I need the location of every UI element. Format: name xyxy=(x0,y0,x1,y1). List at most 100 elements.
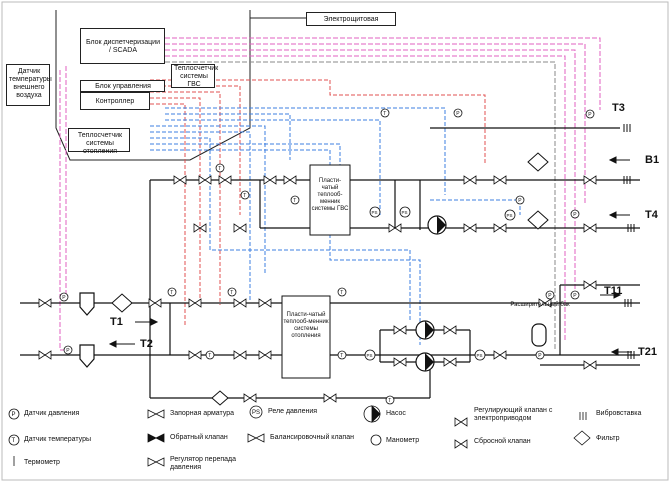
valve-icon xyxy=(388,223,402,233)
legend-shutoff-valve: Запорная арматура xyxy=(170,410,235,417)
sensor-symbol-text: T xyxy=(208,353,211,359)
sensor-symbol-text: T xyxy=(170,290,173,296)
line-tag-t2: Т2 xyxy=(140,338,153,350)
legend-temp-sensor: Датчик температуры xyxy=(24,436,92,443)
heating-meter-label: Теплосчетчик системы отопления xyxy=(77,132,123,155)
legend-thermometer: Термометр xyxy=(24,459,60,466)
sensor-symbol-text: PS xyxy=(402,210,408,215)
sensor-symbol-text: PS xyxy=(367,353,373,358)
expansion-tank-label: Расширительный бак xyxy=(510,302,570,308)
controller-label: Контроллер xyxy=(95,98,135,105)
line-tag-t3: Т3 xyxy=(612,102,625,114)
pressure-sensor-icon xyxy=(585,109,595,119)
sensor-symbol-text: T xyxy=(388,398,391,404)
line-tag-t11: Т11 xyxy=(604,285,623,297)
legend-check-valve: Обратный клапан xyxy=(170,434,228,441)
legend-relief-valve: Сбросной клапан xyxy=(474,438,531,445)
temperature-sensor-icon xyxy=(215,163,225,173)
valve-icon xyxy=(193,223,207,233)
valve-icon xyxy=(173,175,187,185)
temperature-sensor-icon xyxy=(240,190,250,200)
valve-icon xyxy=(258,298,272,308)
sensor-symbol-text: PS xyxy=(477,353,483,358)
valve-icon xyxy=(243,393,257,403)
legend-filter: Фильтр xyxy=(596,435,620,442)
sensor-symbol-text: T xyxy=(293,198,296,204)
pressure-sensor-icon xyxy=(59,292,69,302)
sensor-symbol-text: P xyxy=(538,353,542,359)
sensor-symbol-text: P xyxy=(66,348,70,354)
temperature-sensor-icon xyxy=(337,287,347,297)
dhw-exchanger-label: Пласти-чатый теплооб-менник системы ГВС xyxy=(311,178,349,212)
valve-icon xyxy=(323,393,337,403)
pressure-relay-icon xyxy=(504,209,516,221)
heating-exchanger-label: Пласти-чатый теплооб-менник системы отоп… xyxy=(283,312,329,339)
valve-icon xyxy=(493,350,507,360)
scada-box: Блок диспетчеризации / SCADA xyxy=(80,28,165,64)
legend-vibro-insert: Вибровставка xyxy=(596,410,642,417)
sensor-symbol-text: P xyxy=(548,293,552,299)
legend-t-symbol: T xyxy=(12,438,16,444)
legend-ps-symbol: PS xyxy=(252,410,260,416)
pressure-sensor-icon xyxy=(453,108,463,118)
valve-icon xyxy=(218,175,232,185)
line-tag-t1: Т1 xyxy=(110,316,123,328)
sensor-symbol-text: P xyxy=(62,295,66,301)
sensor-symbol-text: P xyxy=(588,112,592,118)
legend-control-valve: Регулирующий клапан с электроприводом xyxy=(474,407,553,422)
valve-icon xyxy=(38,298,52,308)
valve-icon xyxy=(258,350,272,360)
temperature-sensor-icon xyxy=(337,350,347,360)
pressure-relay-icon xyxy=(364,349,376,361)
pressure-sensor-icon xyxy=(545,290,555,300)
valve-icon xyxy=(198,175,212,185)
sensor-symbol-text: T xyxy=(340,353,343,359)
scada-label: Блок диспетчеризации / SCADA xyxy=(85,39,160,54)
legend-balancing-valve: Балансировочный клапан xyxy=(270,434,354,441)
valve-icon xyxy=(233,223,247,233)
sensor-symbol-text: PS xyxy=(507,213,513,218)
sensor-symbol-text: P xyxy=(573,212,577,218)
temperature-sensor-icon xyxy=(380,108,390,118)
valve-icon xyxy=(583,360,597,370)
pressure-sensor-icon xyxy=(535,350,545,360)
sensor-symbol-text: P xyxy=(456,111,460,117)
pressure-relay-icon xyxy=(369,206,381,218)
pressure-sensor-icon xyxy=(570,209,580,219)
line-tag-b1: В1 xyxy=(645,154,660,166)
valve-icon xyxy=(263,175,277,185)
legend-manometer: Манометр xyxy=(386,437,420,444)
dhw-meter-box: Теплосчетчик системы ГВС xyxy=(171,64,219,88)
temperature-sensor-icon xyxy=(385,395,395,405)
pressure-sensor-icon xyxy=(515,195,525,205)
line-tag-t4: Т4 xyxy=(645,209,658,221)
pressure-sensor-icon xyxy=(570,290,580,300)
dhw-meter-label: Теплосчетчик системы ГВС xyxy=(174,65,219,88)
electrical-panel-box: Электрощитовая xyxy=(306,12,396,26)
valve-icon xyxy=(283,175,297,185)
valve-icon xyxy=(463,223,477,233)
sensor-symbol-text: T xyxy=(383,111,386,117)
temperature-sensor-icon xyxy=(205,350,215,360)
pressure-relay-icon xyxy=(399,206,411,218)
valve-icon xyxy=(538,298,552,308)
pump-control-box: Блок управления насосами xyxy=(80,80,165,98)
temperature-sensor-icon xyxy=(227,287,237,297)
valve-icon xyxy=(583,280,597,290)
valve-icon xyxy=(583,223,597,233)
valve-icon xyxy=(188,350,202,360)
valve-icon xyxy=(493,223,507,233)
electrical-panel-label: Электрощитовая xyxy=(323,16,379,23)
valve-icon xyxy=(393,357,407,367)
valve-icon xyxy=(463,175,477,185)
valve-icon xyxy=(188,298,202,308)
legend-pump: Насос xyxy=(386,410,406,417)
legend-dp-regulator: Регулятор перепада давления xyxy=(170,456,237,471)
legend-pressure-relay: Реле давления xyxy=(268,408,318,415)
line-tag-t21: Т21 xyxy=(638,346,657,358)
temperature-sensor-icon xyxy=(290,195,300,205)
controller-box: Контроллер xyxy=(80,92,150,110)
valve-icon xyxy=(443,357,457,367)
valve-icon xyxy=(443,325,457,335)
